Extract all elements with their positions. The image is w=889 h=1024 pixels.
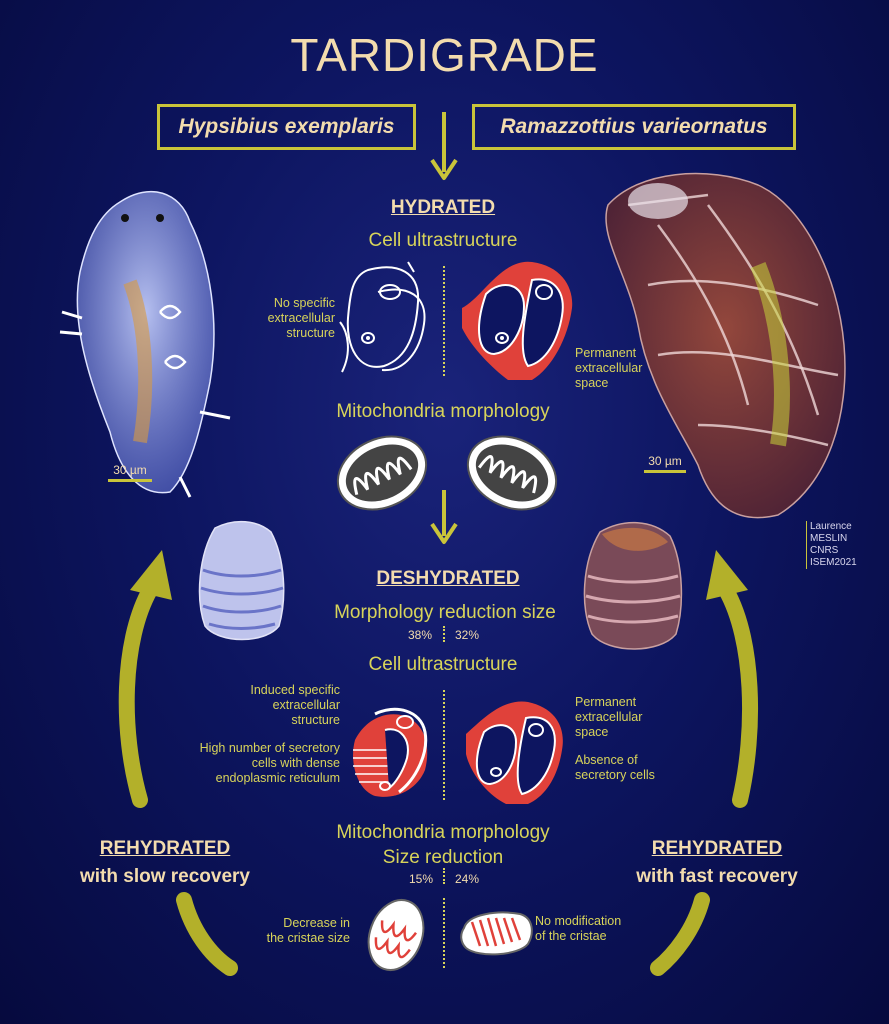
species-label-left: Hypsibius exemplaris: [157, 104, 416, 150]
mito-pct-right: 24%: [455, 872, 480, 886]
hydrated-divider: [443, 266, 445, 376]
hydrated-mitochondrion-right-icon: [466, 435, 558, 511]
deshydrated-cells-left-icon: [353, 707, 428, 797]
deshydrated-left-note-2: High number of secretory cells with dens…: [199, 741, 340, 785]
morph-pct-left: 38%: [407, 628, 432, 642]
hydrated-right-note: Permanent extracellular space: [575, 346, 643, 390]
deshydrated-right-note-2: Absence of secretory cells: [575, 753, 655, 782]
arrow-down-icon-top: [430, 112, 458, 180]
deshydrated-mitochondrion-right-icon: [460, 911, 533, 956]
mito-pct-divider: [443, 868, 445, 884]
arrow-down-icon-middle: [430, 490, 458, 544]
deshydrated-divider: [443, 690, 445, 800]
recovery-arrow-right-icon: [650, 550, 759, 976]
deshydrated-cell-title: Cell ultrastructure: [368, 654, 518, 675]
hydrated-mitochondrion-left-icon: [336, 435, 428, 511]
deshydrated-left-note-1: Induced specific extracellular structure: [250, 683, 340, 727]
ramazzottius-hydrated-illustration: [605, 172, 846, 519]
hypsibius-hydrated-illustration: [59, 191, 231, 498]
deshydrated-cells-right-icon: [466, 701, 563, 804]
hypsibius-tun-illustration: [198, 520, 285, 641]
scale-bar-left: 30 µm: [108, 463, 152, 482]
morph-pct-right: 32%: [455, 628, 480, 642]
rehydrated-fast-label: REHYDRATED with fast recovery: [636, 838, 798, 887]
hydrated-heading: HYDRATED: [390, 197, 496, 218]
species-label-right: Ramazzottius varieornatus: [472, 104, 796, 150]
hydrated-cells-left-icon: [339, 261, 426, 373]
hydrated-mito-title: Mitochondria morphology: [336, 401, 550, 422]
mito-right-note: No modification of the cristae: [535, 914, 622, 943]
deshydrated-morph-title: Morphology reduction size: [334, 602, 556, 623]
ramazzottius-tun-illustration: [583, 521, 683, 650]
hydrated-cell-title: Cell ultrastructure: [368, 230, 518, 251]
hydrated-left-note: No specific extracellular structure: [267, 296, 335, 340]
scale-bar-right: 30 µm: [644, 454, 686, 473]
page-title: TARDIGRADE: [290, 29, 599, 81]
deshydrated-mito-title: Mitochondria morphology: [336, 822, 550, 843]
deshydrated-right-note-1: Permanent extracellular space: [575, 695, 643, 739]
mito-pct-left: 15%: [408, 872, 433, 886]
rehydrated-slow-label: REHYDRATED with slow recovery: [79, 838, 250, 887]
recovery-arrow-left-icon: [118, 550, 238, 976]
deshydrated-heading: DESHYDRATED: [376, 568, 520, 589]
mito-divider: [443, 898, 445, 968]
size-reduction-title: Size reduction: [382, 847, 504, 868]
deshydrated-mitochondrion-left-icon: [367, 899, 425, 971]
hydrated-cells-right-icon: [462, 261, 573, 380]
morph-pct-divider: [443, 626, 445, 642]
mito-left-note: Decrease in the cristae size: [266, 916, 350, 945]
credit-text: Laurence MESLIN CNRS ISEM2021: [806, 521, 857, 569]
